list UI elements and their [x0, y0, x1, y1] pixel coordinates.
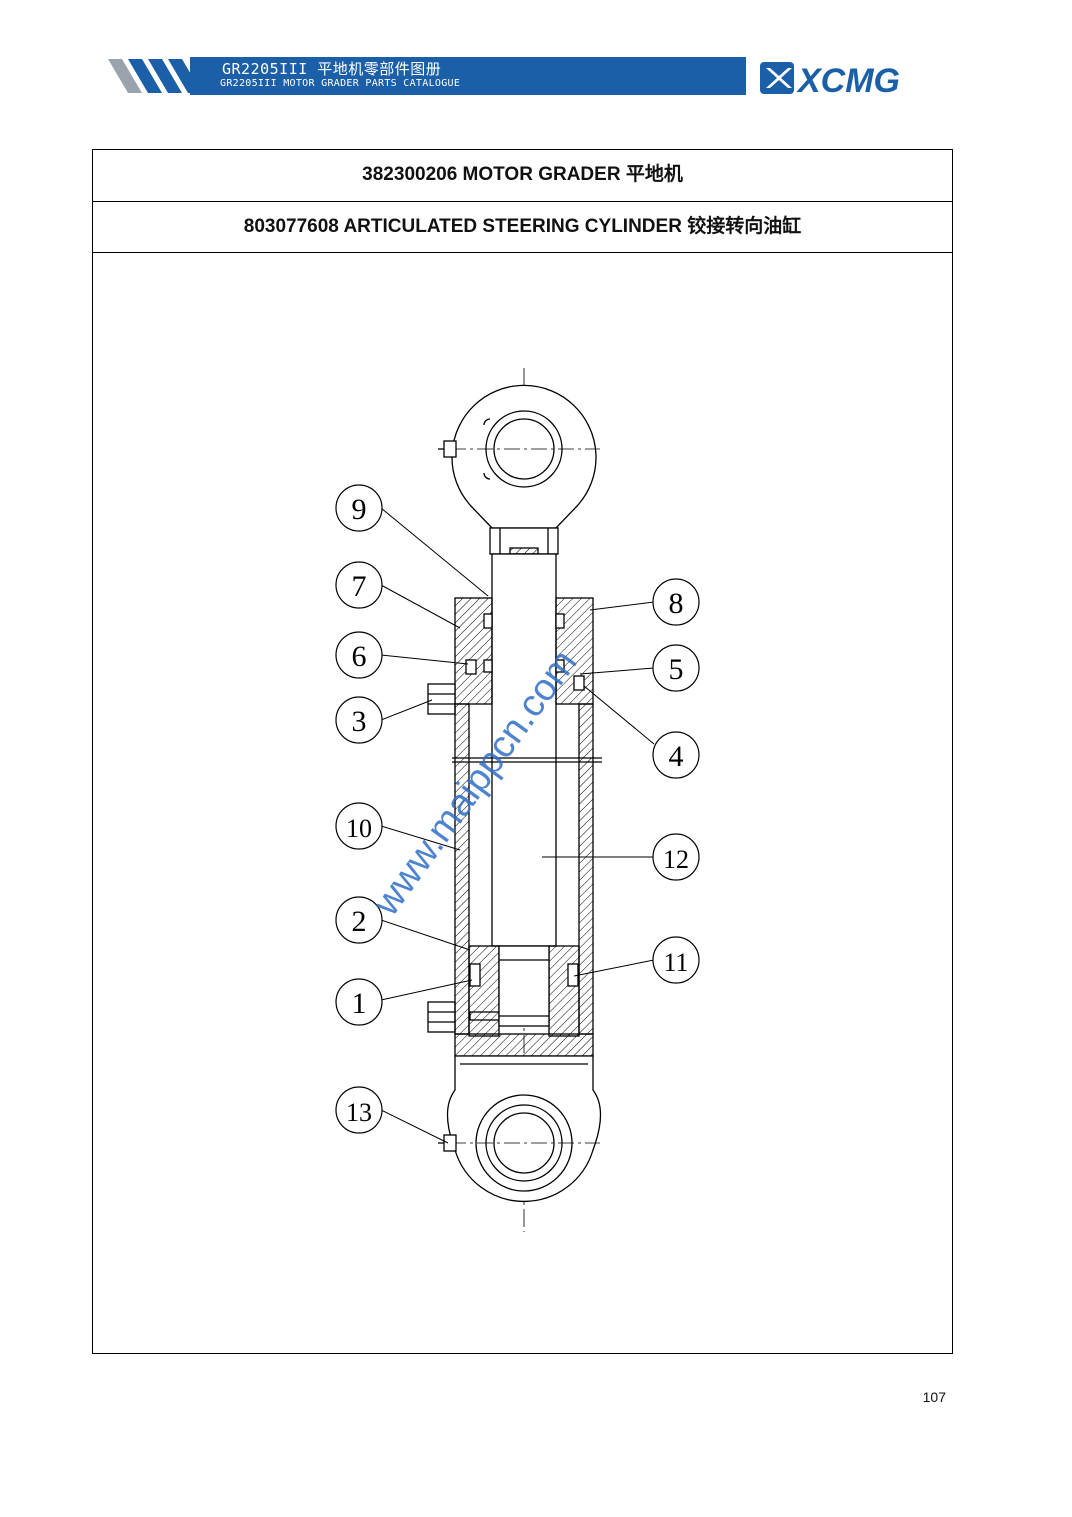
xcmg-logo: XCMG [760, 62, 900, 100]
assembly-title-row: 803077608 ARTICULATED STEERING CYLINDER … [93, 202, 952, 253]
header-subtitle: GR2205III MOTOR GRADER PARTS CATALOGUE [220, 78, 461, 89]
header-title: GR2205III 平地机零部件图册 [222, 60, 442, 78]
machine-title-row: 382300206 MOTOR GRADER 平地机 [93, 150, 952, 202]
xcmg-logo-text: XCMG [796, 62, 900, 100]
assembly-title: 803077608 ARTICULATED STEERING CYLINDER … [243, 216, 802, 237]
page-number: 107 [922, 1389, 946, 1405]
machine-title: 382300206 MOTOR GRADER 平地机 [362, 164, 683, 185]
header-bar [190, 57, 746, 95]
parts-frame: 382300206 MOTOR GRADER 平地机 803077608 ART… [92, 149, 953, 1354]
